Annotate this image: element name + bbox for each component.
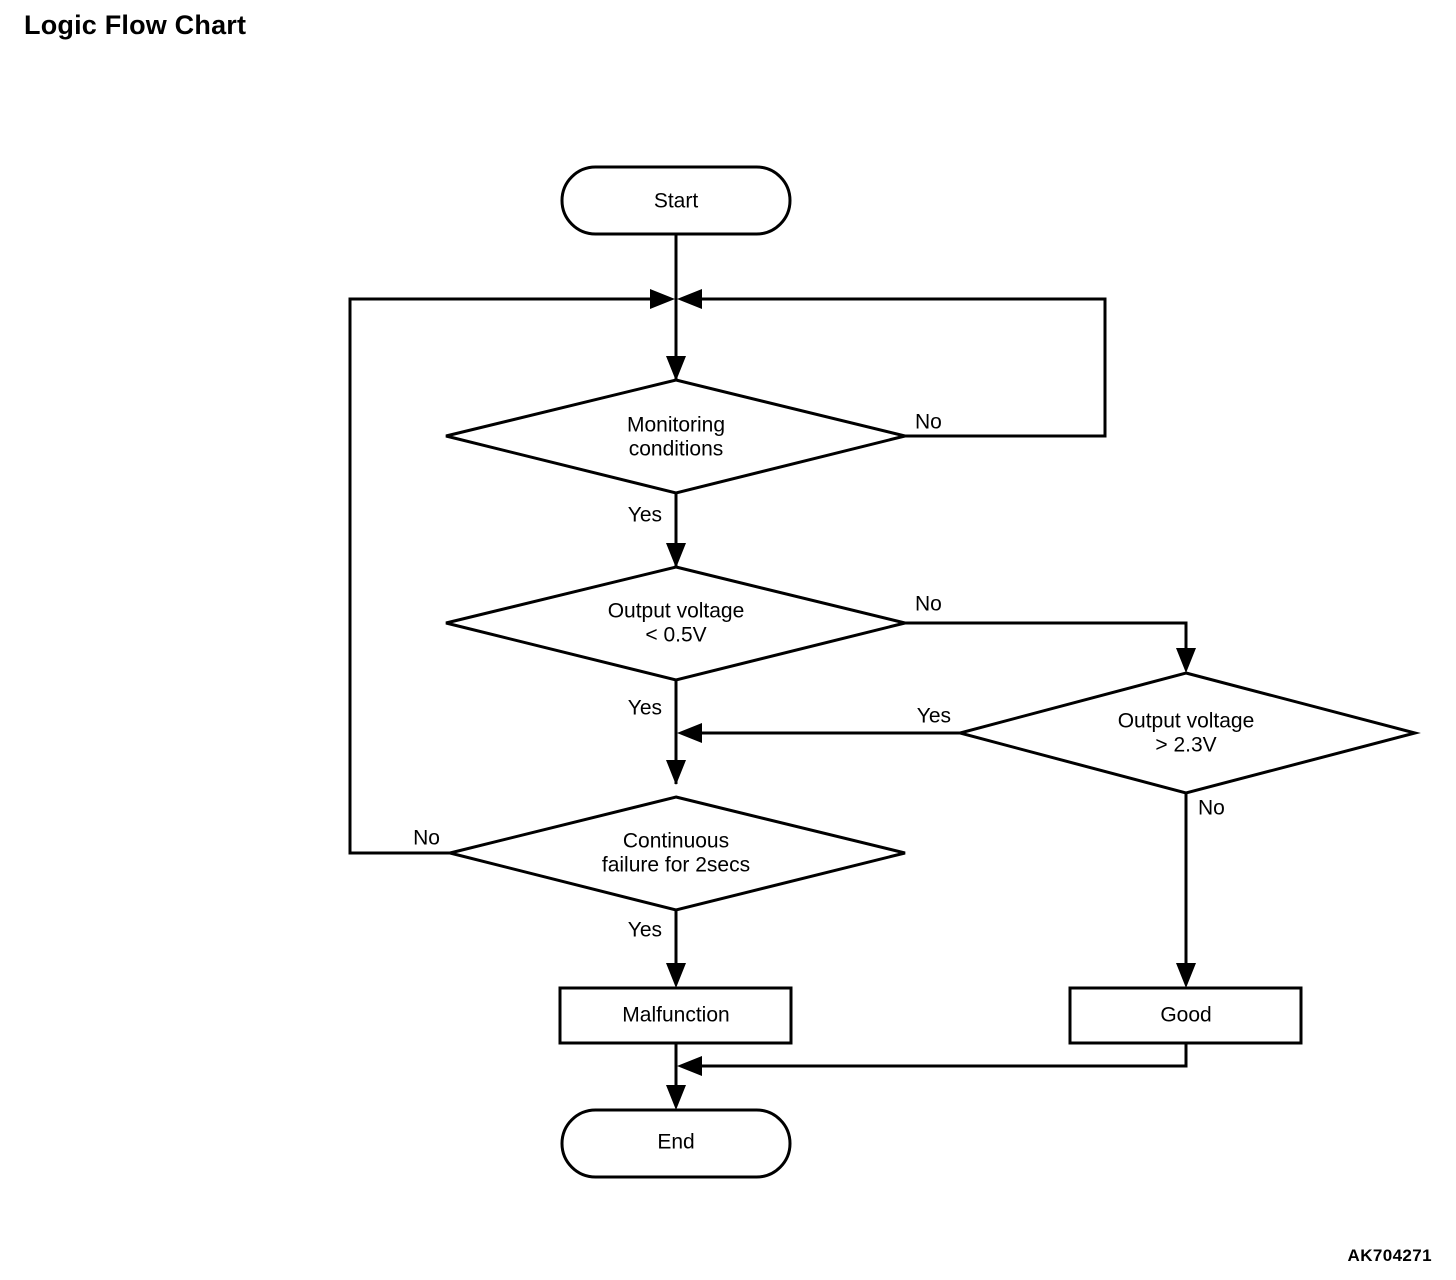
node-continuous-failure[interactable] xyxy=(449,795,906,912)
arrowhead-vhigh-yes-to-spine xyxy=(677,723,702,743)
node-vlow-label-line2: < 0.5V xyxy=(645,624,706,647)
page-title: Logic Flow Chart xyxy=(24,10,247,40)
node-vhigh-label-line1: Output voltage xyxy=(1118,710,1255,733)
node-output-voltage-high[interactable] xyxy=(954,671,1421,795)
node-malfunction-label: Malfunction xyxy=(622,1004,729,1027)
branch-label-monitoring-no: No xyxy=(915,411,942,434)
node-vlow-label-line1: Output voltage xyxy=(608,600,745,623)
branch-label-continuous-no: No xyxy=(413,827,440,850)
node-monitoring-label-line1: Monitoring xyxy=(627,414,725,437)
arrowhead-into-good xyxy=(1176,963,1196,988)
connector-continuous-no-loopback xyxy=(348,297,662,855)
node-continuous-label-line1: Continuous xyxy=(623,830,729,853)
arrowhead-junction-from-right xyxy=(677,289,702,309)
node-start-label: Start xyxy=(654,190,699,213)
arrowhead-into-end xyxy=(666,1085,686,1110)
node-good[interactable] xyxy=(1068,986,1303,1045)
connector-vlow-no xyxy=(905,621,1188,662)
node-continuous-label-line2: failure for 2secs xyxy=(602,854,750,877)
branch-label-vlow-no: No xyxy=(915,593,942,616)
connector-good-to-end-merge xyxy=(690,1043,1188,1068)
branch-label-vhigh-no: No xyxy=(1198,797,1225,820)
arrowhead-into-malfunction xyxy=(666,963,686,988)
branch-label-vlow-yes: Yes xyxy=(628,697,662,720)
branch-label-monitoring-yes: Yes xyxy=(628,504,662,527)
arrowhead-junction-from-left xyxy=(650,289,675,309)
arrowhead-good-merge xyxy=(677,1056,702,1076)
node-monitoring-label-line2: conditions xyxy=(629,438,724,461)
node-output-voltage-low[interactable] xyxy=(445,565,906,682)
branch-label-vhigh-yes: Yes xyxy=(917,705,951,728)
arrowhead-into-monitoring xyxy=(666,356,686,381)
arrowhead-into-continuous xyxy=(666,760,686,785)
arrowhead-into-vlow xyxy=(666,543,686,568)
branch-label-continuous-yes: Yes xyxy=(628,919,662,942)
node-good-label: Good xyxy=(1160,1004,1211,1027)
node-malfunction[interactable] xyxy=(558,986,793,1045)
figure-code: AK704271 xyxy=(1347,1246,1432,1265)
arrowhead-into-vhigh xyxy=(1176,648,1196,673)
connector-monitoring-no-loopback xyxy=(690,297,1107,438)
node-vhigh-label-line2: > 2.3V xyxy=(1155,734,1216,757)
node-end[interactable] xyxy=(560,1108,792,1179)
node-end-label: End xyxy=(657,1131,694,1154)
node-start[interactable] xyxy=(560,165,792,236)
node-monitoring-conditions[interactable] xyxy=(445,378,906,495)
